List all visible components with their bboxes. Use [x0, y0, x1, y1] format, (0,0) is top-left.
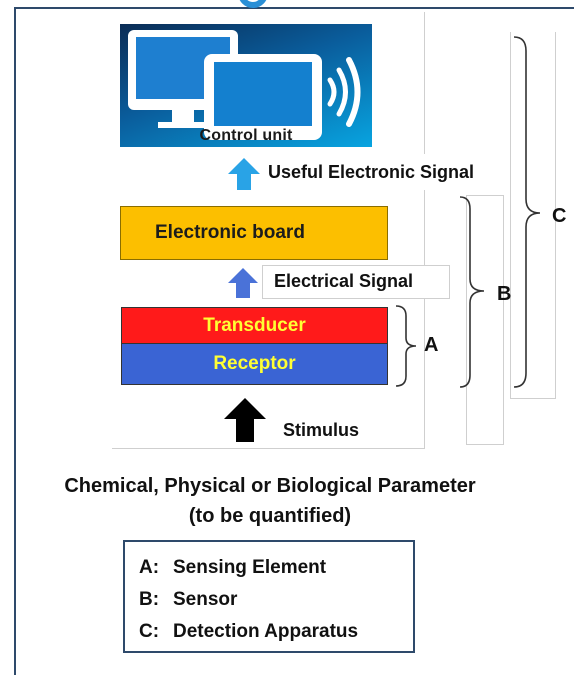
legend-text: Sensor: [173, 589, 238, 610]
electronic-board-box: Electronic board: [120, 206, 388, 260]
brace-c-icon: [513, 36, 541, 388]
brace-b-icon: [459, 196, 485, 388]
control-unit-image: [120, 24, 372, 147]
brace-a-icon: [395, 305, 417, 387]
useful-signal-label: Useful Electronic Signal: [268, 162, 475, 182]
parameter-line-1: Chemical, Physical or Biological Paramet…: [64, 475, 476, 497]
legend-key: C:: [139, 621, 160, 642]
panel-electrical-signal: [262, 265, 450, 299]
legend-key: B:: [139, 589, 160, 610]
legend-key: A:: [139, 557, 160, 578]
arrow-up-icon: [224, 398, 266, 442]
legend-item-c: C: Detection Apparatus: [139, 616, 413, 648]
panel-brace-b: [466, 195, 504, 445]
transducer-box: Transducer: [121, 307, 388, 344]
panel-useful-signal: [262, 154, 512, 190]
brace-b-label: B: [497, 283, 512, 305]
stimulus-label: Stimulus: [283, 420, 360, 440]
brace-a-label: A: [424, 334, 439, 356]
outer-frame: [14, 7, 574, 675]
parameter-line-2: (to be quantified): [188, 505, 352, 527]
legend-text: Sensing Element: [173, 557, 327, 578]
arrow-up-icon: [228, 158, 260, 190]
legend-box: A: Sensing Element B: Sensor C: Detection A…: [123, 540, 415, 653]
brace-c-label: C: [552, 205, 567, 227]
panel-brace-c: [510, 32, 556, 399]
control-unit-label: Control unit: [199, 127, 293, 144]
arrow-up-icon: [228, 268, 258, 298]
parameter-caption: Chemical, Physical or Biological Paramet…: [0, 471, 540, 531]
legend-item-a: A: Sensing Element: [139, 552, 413, 584]
legend-text: Detection Apparatus: [173, 621, 359, 642]
legend-item-b: B: Sensor: [139, 584, 413, 616]
receptor-box: Receptor: [121, 343, 388, 385]
electrical-signal-label: Electrical Signal: [274, 271, 414, 291]
monitor-icon: [128, 30, 361, 140]
wireless-signal-icon: [327, 57, 361, 127]
